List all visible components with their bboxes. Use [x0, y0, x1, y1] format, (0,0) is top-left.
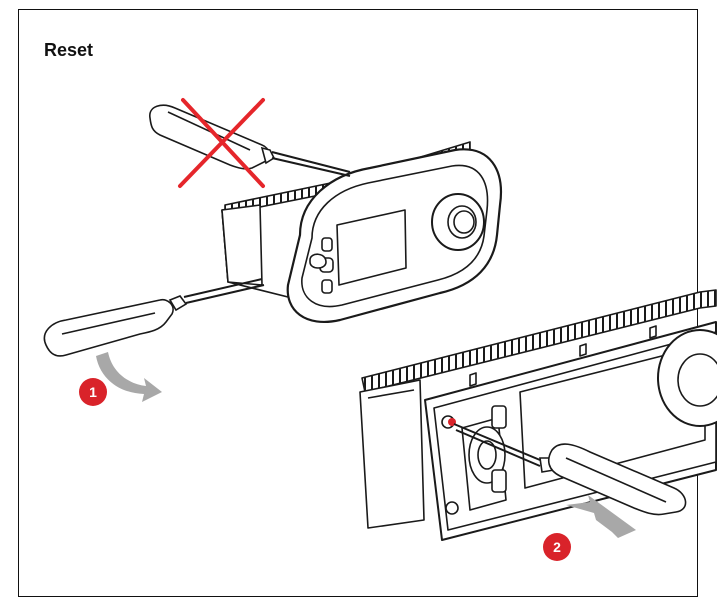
page-title: Reset	[44, 40, 94, 60]
straight-arrow-icon	[566, 495, 636, 538]
step-number-1: 1	[89, 384, 97, 400]
thermostat-device-top	[221, 141, 502, 323]
step-badge-1: 1	[79, 378, 107, 406]
cross-icon	[178, 98, 265, 188]
screwdriver-icon	[453, 423, 687, 516]
step-badge-2: 2	[543, 533, 571, 561]
curved-arrow-icon	[96, 352, 162, 402]
step-number-2: 2	[553, 539, 561, 555]
screwdriver-icon	[43, 278, 265, 357]
screwdriver-icon	[149, 104, 351, 177]
